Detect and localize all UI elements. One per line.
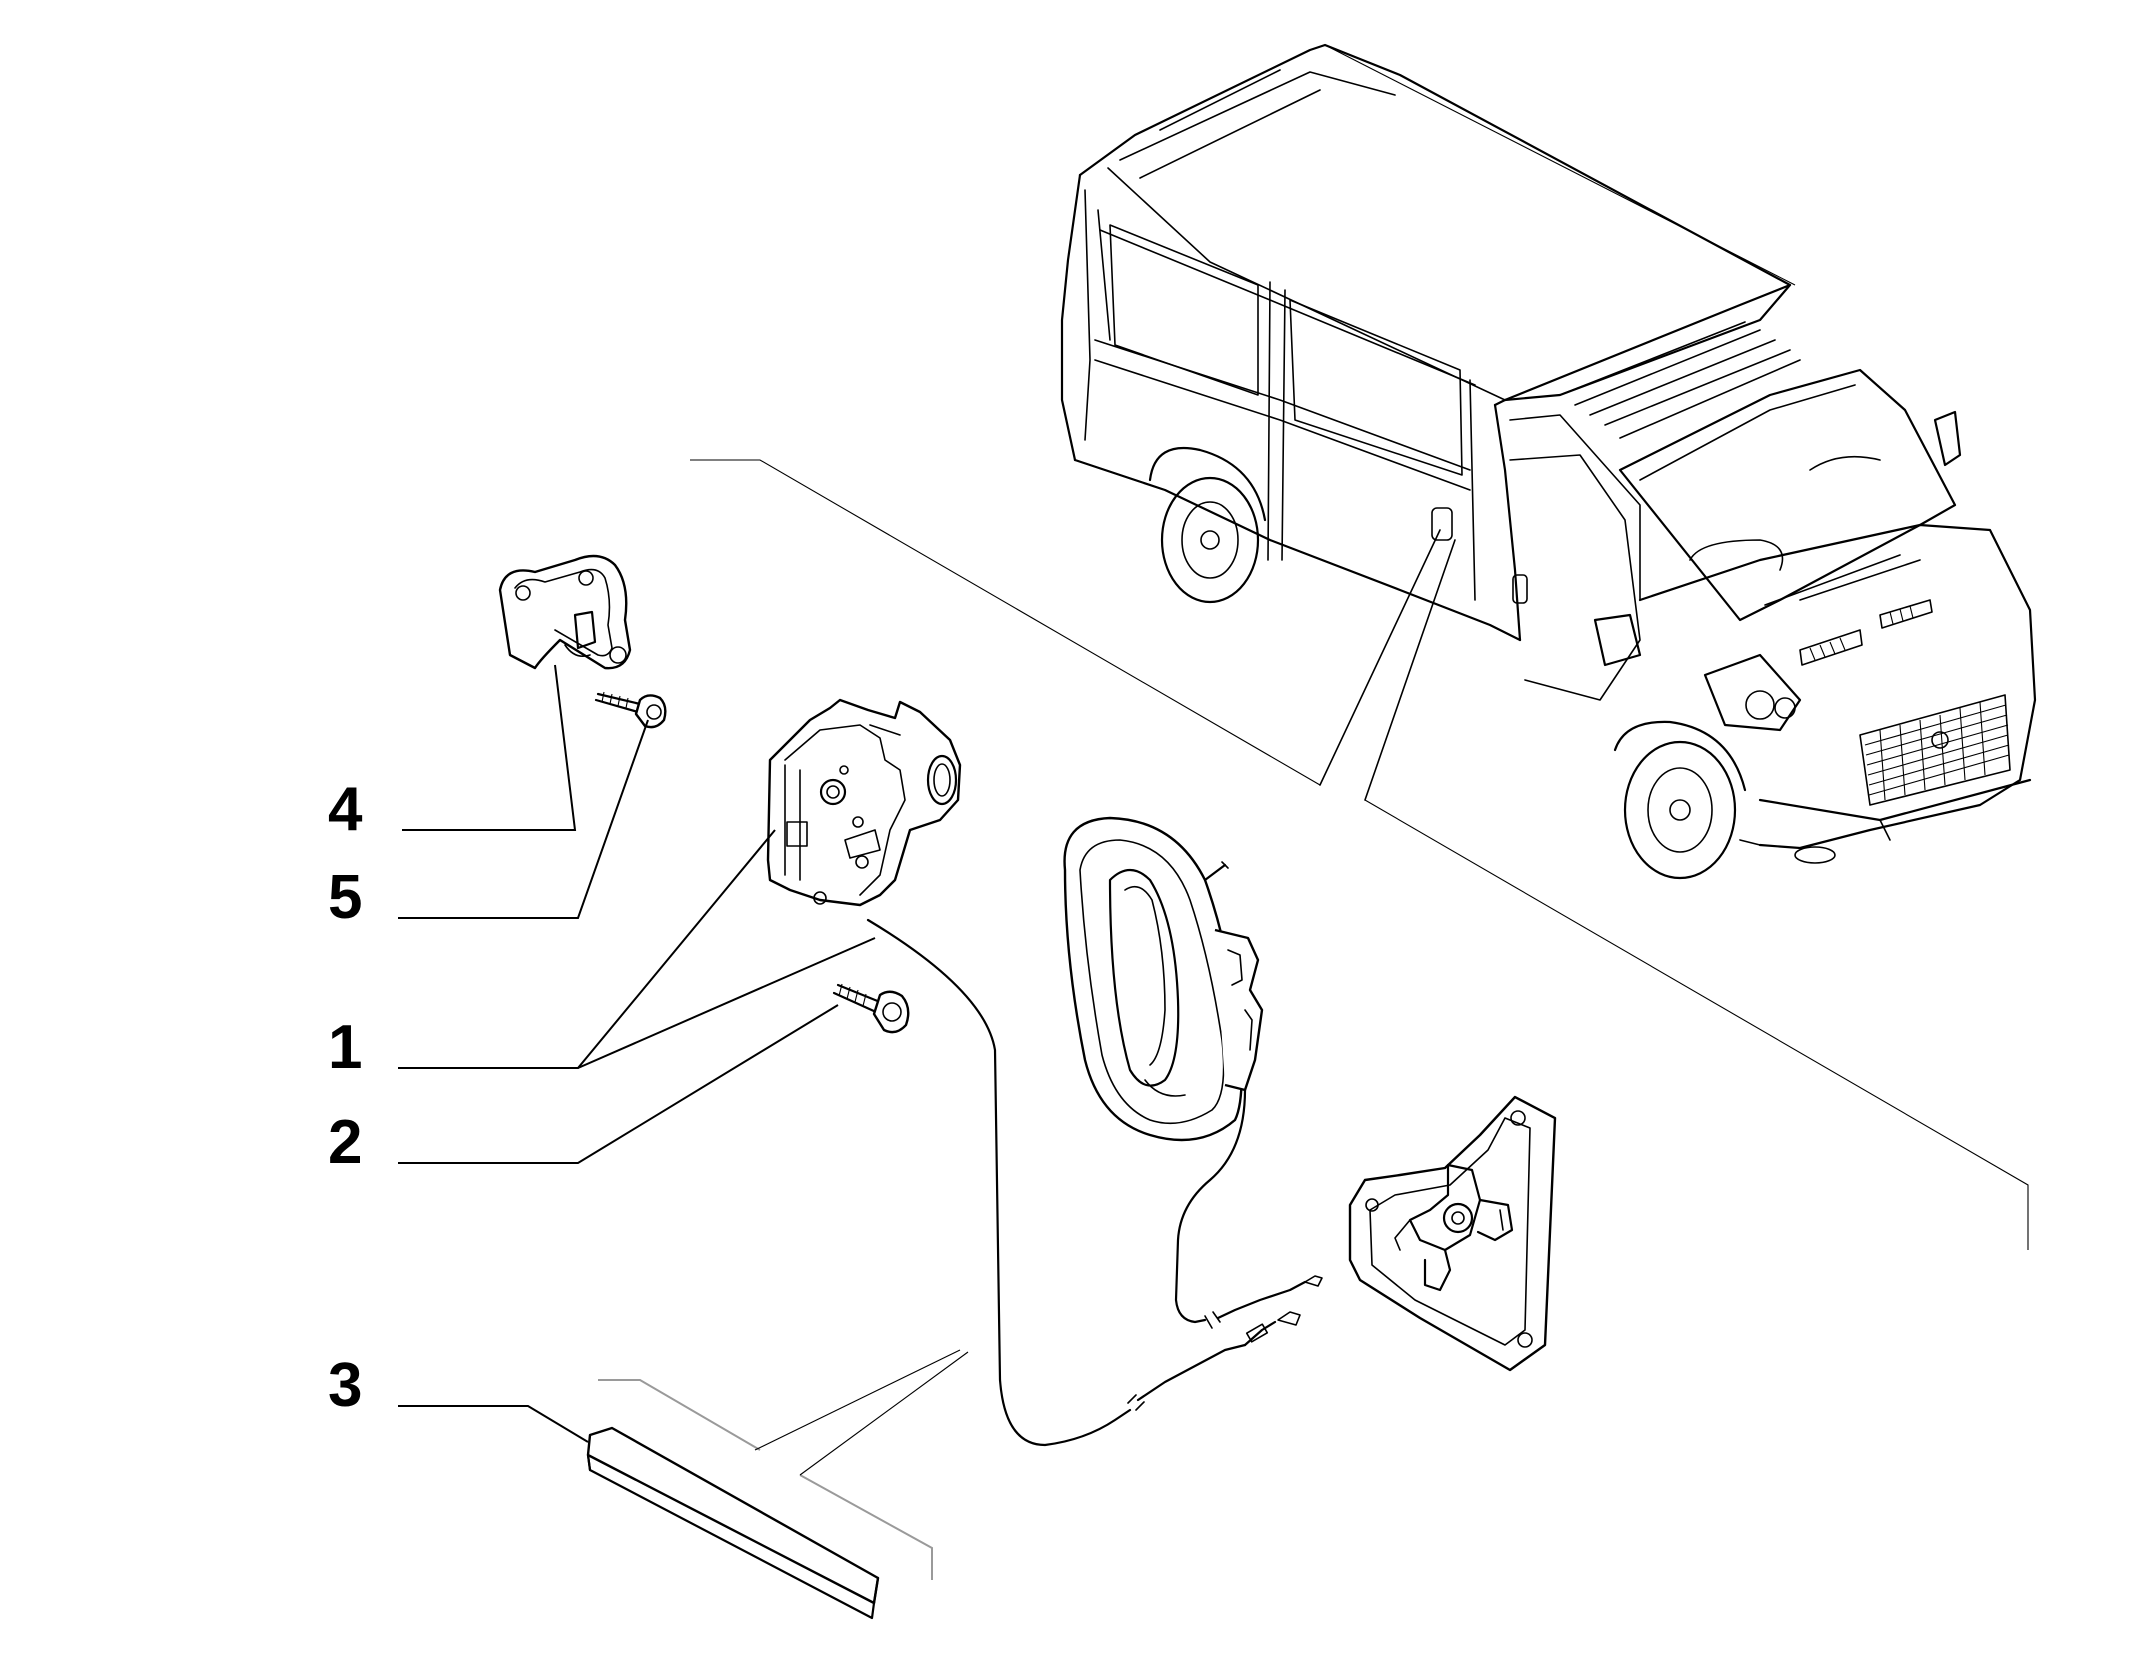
callout-3: 3 xyxy=(328,1351,362,1420)
screw-icon xyxy=(594,691,667,729)
cable-icon xyxy=(866,918,1301,1447)
interior-handle-icon xyxy=(1063,816,1323,1329)
seal-reference-lines xyxy=(598,1379,933,1580)
callout-labels: 4 5 1 2 3 xyxy=(328,775,363,1420)
seal-strip-icon xyxy=(586,1426,880,1620)
callout-4: 4 xyxy=(328,775,363,844)
callout-5: 5 xyxy=(328,863,362,932)
handle-bracket-icon xyxy=(498,554,632,670)
lever-plate-icon xyxy=(1348,1095,1557,1372)
van-icon xyxy=(1060,43,2037,880)
frame-lines xyxy=(690,44,2029,1250)
door-lock-icon xyxy=(766,698,962,907)
callout-2: 2 xyxy=(328,1108,362,1177)
seal-connector-lines xyxy=(754,1349,969,1476)
leader-lines xyxy=(398,664,876,1443)
bolt-icon xyxy=(832,983,910,1034)
callout-1: 1 xyxy=(328,1013,362,1082)
